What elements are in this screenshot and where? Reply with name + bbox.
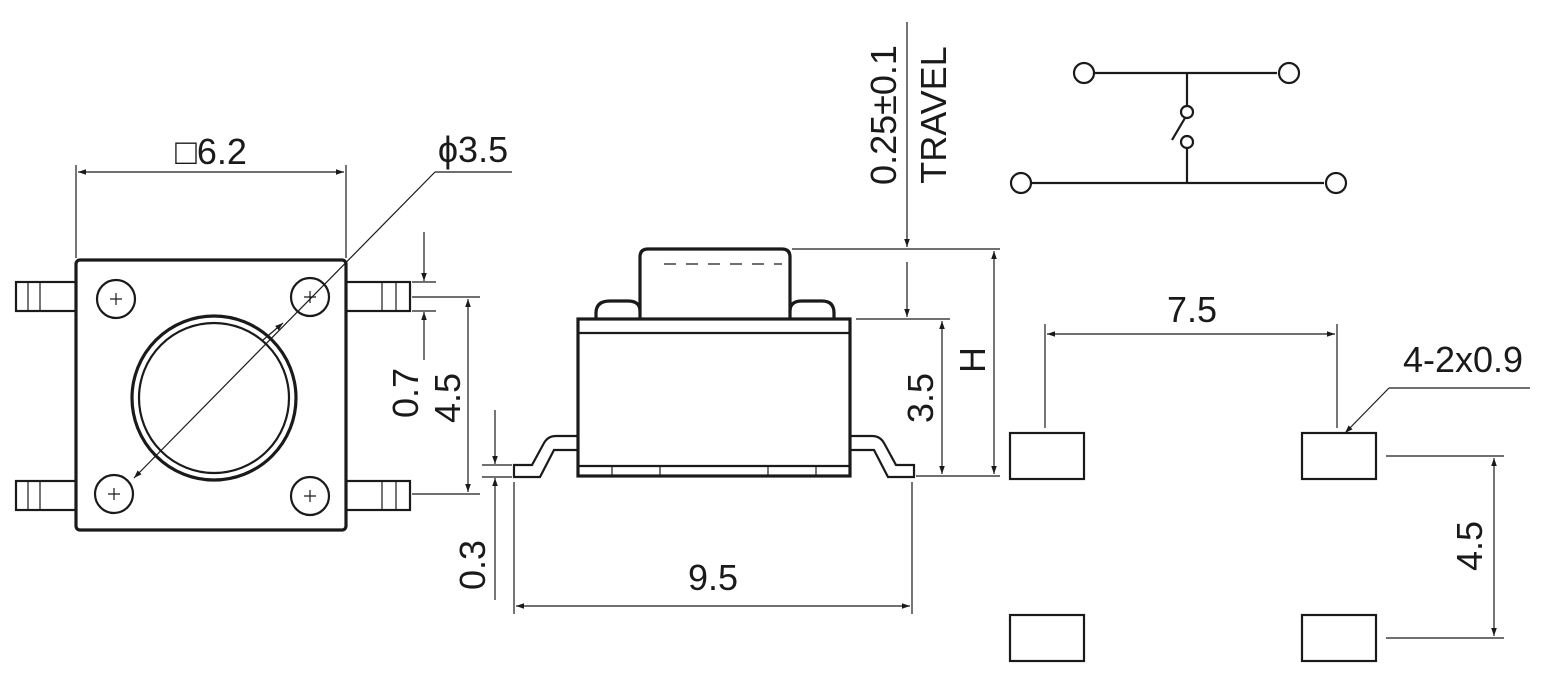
height-label: H (952, 347, 993, 373)
cross-mark-icon (93, 276, 331, 517)
dim-travel: 0.25±0.1 TRAVEL (863, 22, 954, 317)
body-height-label: 3.5 (900, 373, 941, 423)
dim-lead-width: 0.7 (385, 232, 436, 418)
travel-value-label: 0.25±0.1 (863, 45, 904, 185)
left-lead (512, 434, 578, 479)
square-size-label: □6.2 (175, 131, 247, 172)
overall-length-label: 9.5 (688, 557, 738, 598)
pad-layout: 7.5 4-2x0.9 4.5 (1008, 289, 1530, 663)
switch-schematic-icon (1009, 61, 1348, 195)
pitch-label: 4.5 (427, 373, 468, 423)
actuator-side (638, 247, 792, 319)
travel-label: TRAVEL (913, 46, 954, 183)
dim-total-height: H (792, 248, 1000, 477)
pad-spec-label: 4-2x0.9 (1403, 339, 1523, 380)
lead-label: 0.7 (385, 368, 426, 418)
dim-pad-spec: 4-2x0.9 (1344, 339, 1530, 434)
diameter-label: ϕ3.5 (438, 129, 508, 170)
top-view: □6.2 ϕ3.5 0.7 4.5 (14, 129, 512, 532)
side-view: 3.5 H 0.25±0.1 TRAVEL 0.3 (452, 22, 1000, 614)
actuator-outer (130, 314, 298, 482)
pad-top-left (1008, 431, 1086, 481)
dim-lead-thickness: 0.3 (452, 410, 512, 600)
pad-bottom-left (1008, 613, 1086, 663)
pad-top-right (1300, 431, 1378, 481)
switch-body-side (576, 317, 852, 478)
dim-overall-length: 9.5 (513, 482, 913, 614)
lead-thickness-label: 0.3 (452, 540, 493, 590)
pad-bottom-right (1300, 613, 1378, 663)
horizontal-pitch-label: 7.5 (1167, 289, 1217, 330)
dim-pad-horizontal: 7.5 (1044, 289, 1338, 428)
switch-body-top (74, 258, 348, 532)
vertical-pitch-label: 4.5 (1449, 521, 1490, 571)
dim-pin-pitch: 4.5 (412, 296, 480, 495)
dim-diameter: ϕ3.5 (133, 129, 512, 479)
actuator-inner (137, 321, 291, 475)
dim-square-size: □6.2 (75, 131, 347, 258)
right-lead (850, 434, 916, 479)
dim-body-height: 3.5 (856, 318, 950, 477)
dim-pad-vertical: 4.5 (1386, 455, 1504, 639)
